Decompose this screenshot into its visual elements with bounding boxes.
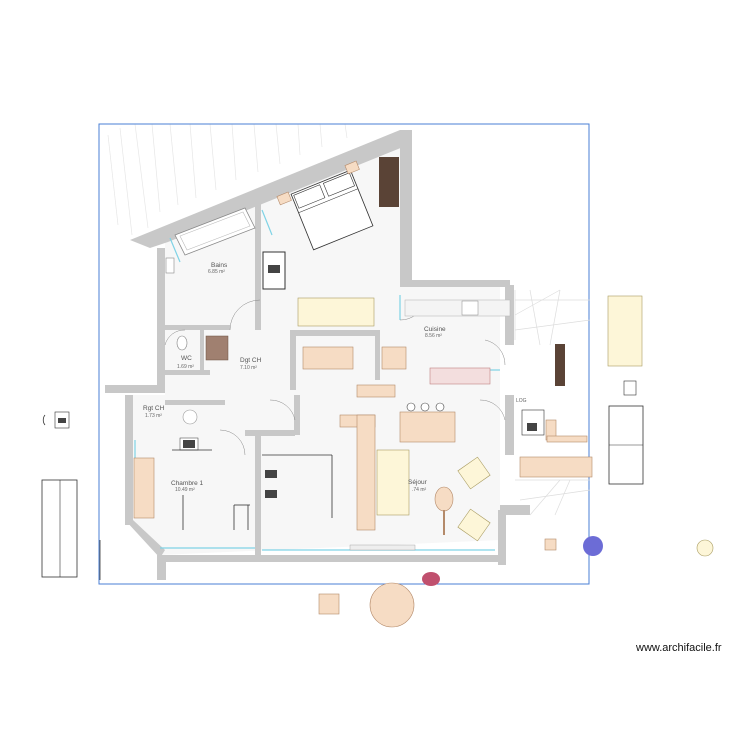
plot-outline [98, 123, 590, 585]
logo-word-label: LOG [516, 398, 527, 404]
outdoor-stool [318, 593, 340, 615]
bath-faucet [268, 265, 280, 273]
armchair [457, 456, 491, 490]
office-desk [521, 409, 545, 436]
walls [105, 130, 530, 580]
wc-cabinet [205, 335, 229, 361]
outdoor-left-chair [42, 411, 70, 429]
loveseat [376, 449, 410, 516]
watermark: www.archifacile.fr [636, 642, 722, 654]
room-label-chambre-1: Chambre 1 [171, 480, 204, 487]
outdoor-chair [623, 380, 637, 396]
stair-post [555, 344, 565, 386]
room-area-sejour: .74 m² [412, 487, 427, 493]
room-label-rgt-ch: Rgt CH [143, 405, 165, 412]
bedroom-tv [183, 440, 195, 448]
outdoor-round-table [369, 582, 415, 628]
sectional-sofa [339, 414, 376, 531]
radiator [349, 544, 416, 551]
armchair [457, 508, 491, 542]
room-label-sejour: Séjour [408, 479, 428, 486]
room-label-bains: Bains [211, 262, 228, 269]
small-box [544, 538, 557, 551]
nightstand [344, 160, 360, 175]
room-label-cuisine: Cuisine [424, 326, 446, 333]
purple-marker [583, 536, 603, 556]
outdoor-sofa [607, 295, 643, 367]
toilet [176, 335, 188, 351]
roof-hatching [107, 123, 348, 236]
rgt-fixture [182, 409, 198, 425]
room-label-dgt-ch: Dgt CH [240, 357, 262, 364]
bathtub [174, 207, 256, 256]
master-bed [290, 169, 374, 251]
nightstand [276, 191, 292, 206]
office-shelf [546, 435, 588, 443]
room-area-bains: 6.85 m² [208, 269, 225, 275]
kitchen-hob [461, 300, 479, 316]
kitchen-counter [404, 299, 511, 317]
staircase [514, 289, 591, 516]
office-monitor [527, 423, 537, 431]
closet [262, 454, 333, 518]
bath-sink [165, 257, 175, 274]
room-area-cuisine: 8.56 m² [425, 333, 442, 339]
bench [297, 297, 375, 327]
corridor-shelf [302, 346, 354, 370]
wardrobe [379, 157, 399, 207]
room-label-wc: WC [181, 355, 192, 362]
room-area-dgt-ch: 7.10 m² [240, 365, 257, 371]
room-area-wc: 1.69 m² [177, 364, 194, 370]
bedroom-wardrobe [133, 457, 155, 519]
small-round-seat [696, 539, 714, 557]
tv-unit [519, 456, 593, 478]
kitchen-island [429, 367, 491, 385]
low-table [356, 384, 396, 398]
pink-marker [422, 572, 440, 586]
dining-table [399, 411, 456, 443]
room-area-chambre-1: 10.49 m² [175, 487, 195, 493]
kitchen-stool-block [381, 346, 407, 370]
room-area-rgt-ch: 1.73 m² [145, 413, 162, 419]
coffee-table-oval [434, 486, 454, 512]
dining-chairs [406, 402, 445, 412]
outdoor-left-sofa [41, 479, 78, 578]
